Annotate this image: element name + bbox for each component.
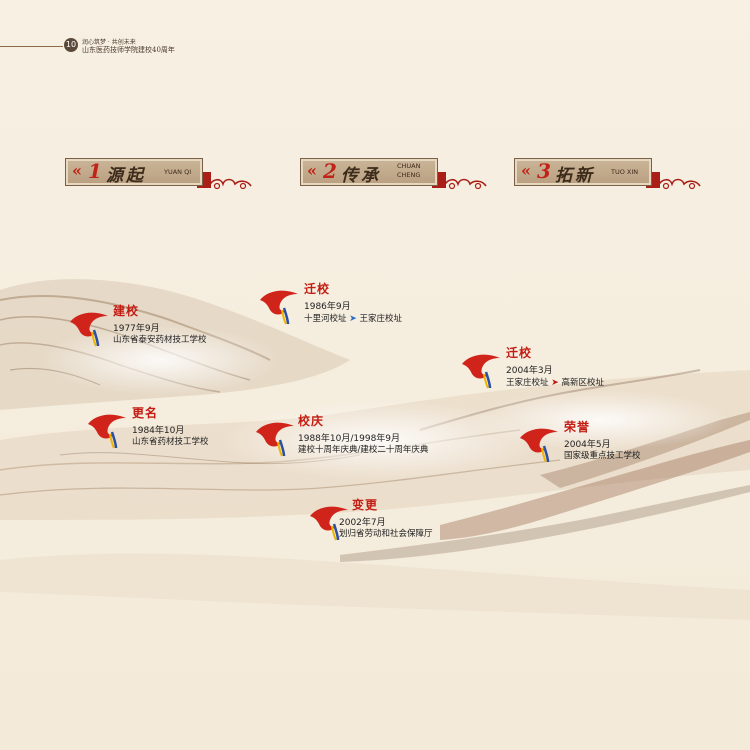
section-title: 拓新 [555,166,595,186]
event-description: 十里河校址 ➤ 王家庄校址 [304,312,402,324]
section-subtitle-line-2: CHENG [397,171,421,179]
event-description: 划归省劳动和社会保障厅 [339,529,433,539]
event-description: 山东省药材技工学校 [132,437,209,447]
timeline-event-honor: 荣誉 2004年5月 国家级重点技工学校 [518,416,698,476]
event-date: 1977年9月 [113,324,160,334]
torch-flame-icon [462,354,500,389]
torch-flame-icon [256,422,294,457]
torch-flame-icon [70,312,108,347]
timeline-event-change: 变更 2002年7月 划归省劳动和社会保障厅 [308,494,498,554]
event-title: 校庆 [298,414,325,428]
timeline-event-relocation-1986: 迁校 1986年9月 十里河校址 ➤ 王家庄校址 [258,278,448,338]
event-date: 2004年5月 [564,440,611,450]
section-header-1: « 1 源起 YUAN QI [65,158,255,194]
auspicious-cloud-icon [657,178,701,190]
relocation-to: 高新区校址 [561,378,604,388]
section-subtitle: TUO XIN [611,168,639,176]
torch-flame-icon [310,506,348,541]
section-header-2: « 2 传承 CHUAN CHENG [300,158,490,194]
event-title: 迁校 [506,346,533,360]
event-description: 山东省泰安药材技工学校 [113,335,207,345]
event-date: 1986年9月 [304,302,351,312]
torch-flame-icon [88,414,126,449]
section-number: 2 [323,159,337,183]
relocation-from: 王家庄校址 [506,378,549,388]
header-rule [0,46,63,47]
event-title: 更名 [132,406,159,420]
section-subtitle-line-1: CHUAN [397,162,421,170]
double-angle-icon: « [307,161,317,180]
double-angle-icon: « [72,161,82,180]
page-number: 10 [64,38,78,52]
event-description: 国家级重点技工学校 [564,451,641,461]
event-title: 荣誉 [564,420,591,434]
header-slogan: 润心筑梦 · 共创未来 [82,39,136,46]
section-number: 1 [88,159,102,183]
torch-flame-icon [260,290,298,325]
section-subtitle: YUAN QI [164,168,192,176]
event-date: 2002年7月 [339,518,386,528]
section-number: 3 [537,159,551,183]
event-date: 1984年10月 [132,426,185,436]
relocation-from: 十里河校址 [304,314,347,324]
auspicious-cloud-icon [208,178,252,190]
section-header-3: « 3 拓新 TUO XIN [514,158,704,194]
event-title: 变更 [352,498,379,512]
auspicious-cloud-icon [443,178,487,190]
section-label-box: « 2 传承 CHUAN CHENG [300,158,438,186]
arrow-right-icon: ➤ [349,314,357,324]
event-description: 建校十周年庆典/建校二十周年庆典 [298,445,429,455]
event-title: 建校 [113,304,140,318]
timeline-event-renaming: 更名 1984年10月 山东省药材技工学校 [86,402,266,462]
page-header: 10 润心筑梦 · 共创未来 山东医药技师学院建校40周年 [0,36,750,60]
section-title: 传承 [341,166,381,186]
section-label-box: « 3 拓新 TUO XIN [514,158,652,186]
header-school-name: 山东医药技师学院建校40周年 [82,46,175,54]
event-description: 王家庄校址 ➤ 高新区校址 [506,376,604,388]
event-date: 2004年3月 [506,366,553,376]
relocation-to: 王家庄校址 [359,314,402,324]
timeline-event-anniversary: 校庆 1988年10月/1998年9月 建校十周年庆典/建校二十周年庆典 [254,410,464,470]
double-angle-icon: « [521,161,531,180]
timeline-event-relocation-2004: 迁校 2004年3月 王家庄校址 ➤ 高新区校址 [460,342,660,402]
event-date: 1988年10月/1998年9月 [298,434,401,444]
section-label-box: « 1 源起 YUAN QI [65,158,203,186]
event-title: 迁校 [304,282,331,296]
section-title: 源起 [106,166,146,186]
timeline-event-founding: 建校 1977年9月 山东省泰安药材技工学校 [68,300,248,360]
torch-flame-icon [520,428,558,463]
arrow-right-icon: ➤ [551,378,559,388]
